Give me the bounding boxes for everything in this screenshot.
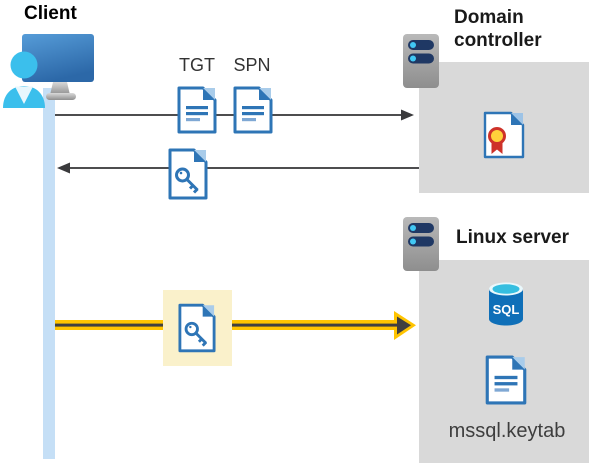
client-timeline (43, 88, 55, 459)
linux-server-icon (402, 215, 440, 273)
domain-controller-server-icon (402, 33, 440, 89)
connection-key-document-icon (178, 302, 216, 354)
tgt-document-icon (177, 86, 217, 134)
domain-controller-label: Domain controller (454, 7, 542, 51)
request-arrow (55, 109, 414, 121)
keytab-document-icon (485, 355, 527, 405)
sql-database-label: SQL (493, 302, 520, 317)
keytab-label: mssql.keytab (448, 420, 566, 442)
linux-server-label: Linux server (456, 227, 569, 248)
spn-document-icon (233, 86, 273, 134)
response-key-document-icon (168, 148, 208, 200)
sql-database-icon: SQL (486, 281, 526, 327)
certificate-icon (483, 111, 525, 159)
client-label: Client (24, 3, 77, 24)
spn-label: SPN (233, 55, 271, 75)
client-monitor-user-icon (3, 34, 94, 108)
sql-connection-arrow (55, 311, 416, 340)
response-arrow (57, 162, 419, 174)
tgt-label: TGT (179, 55, 215, 75)
